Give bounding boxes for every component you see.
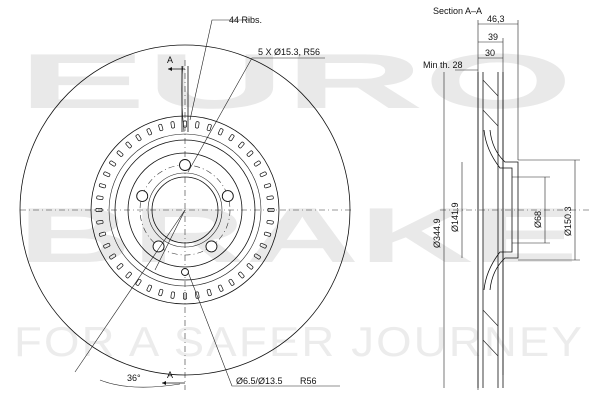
watermark-line1: EURO bbox=[18, 37, 573, 125]
rib-slot bbox=[183, 292, 187, 300]
disc-section-hatch bbox=[482, 79, 499, 357]
rib-slot bbox=[228, 134, 235, 142]
rib-slot bbox=[217, 284, 224, 292]
dim-hat-outer: Ø150.3 bbox=[563, 206, 573, 236]
dim-outer-diameter: Ø344.9 bbox=[432, 218, 442, 248]
hole-radius-label: R56 bbox=[300, 376, 317, 386]
rib-slot bbox=[96, 220, 104, 225]
rib-slot bbox=[170, 291, 175, 299]
rib-slot bbox=[246, 150, 254, 157]
rib-slot bbox=[135, 278, 142, 286]
watermark: EURO BRAKE FOR A SAFER JOURNEY bbox=[14, 37, 584, 365]
rib-slot bbox=[109, 160, 117, 167]
rib-slot bbox=[146, 128, 153, 136]
rib-slot bbox=[253, 253, 261, 260]
bolt-holes bbox=[136, 159, 234, 276]
rib-slot bbox=[135, 134, 142, 142]
center-bore-chamfer bbox=[147, 172, 223, 248]
rib-slot bbox=[116, 150, 124, 157]
hole-leader bbox=[187, 271, 340, 387]
angle-ray-1 bbox=[74, 209, 186, 373]
section-mark-top: A bbox=[167, 55, 173, 65]
rib-slot bbox=[103, 242, 111, 249]
rib-slot bbox=[96, 195, 104, 200]
rib-slot bbox=[263, 231, 272, 237]
min-thickness-label: Min th. 28 bbox=[423, 60, 463, 70]
hat-profile-inner bbox=[483, 129, 513, 291]
rib-slot bbox=[263, 183, 272, 189]
rib-slot bbox=[158, 123, 164, 132]
rib-slot bbox=[238, 271, 245, 279]
rib-slot bbox=[228, 278, 235, 286]
angle-ray-2 bbox=[154, 209, 186, 271]
rib-slot bbox=[95, 208, 103, 212]
bolt-hole bbox=[221, 190, 234, 203]
ventilation-ribs bbox=[95, 120, 275, 300]
bolt-hole bbox=[136, 190, 149, 203]
section-view: Section A–A 46,3 39 30 Min th. 28 Ø344.9… bbox=[423, 6, 590, 390]
bolt-leader bbox=[187, 57, 325, 173]
rib-slot bbox=[158, 288, 164, 297]
section-mark-bottom: A bbox=[167, 370, 173, 380]
bolt-hole bbox=[152, 240, 165, 253]
rib-slot bbox=[206, 123, 212, 132]
ribs-leader bbox=[189, 19, 250, 121]
locating-hole bbox=[181, 268, 189, 276]
bolt-label: 5 X Ø15.3, R56 bbox=[258, 47, 320, 57]
section-title: Section A–A bbox=[433, 6, 482, 16]
rib-slot bbox=[266, 220, 274, 225]
rib-slot bbox=[217, 128, 224, 136]
angle-arc bbox=[99, 379, 181, 388]
rib-slot bbox=[259, 171, 267, 178]
rib-slot bbox=[267, 208, 275, 212]
bolt-hole bbox=[205, 240, 218, 253]
rib-slot bbox=[98, 183, 107, 189]
rib-slot bbox=[125, 271, 132, 279]
dim-overall-height: 46,3 bbox=[487, 14, 505, 24]
rib-slot bbox=[125, 141, 132, 149]
rib-slot bbox=[170, 121, 175, 129]
rib-slot bbox=[259, 242, 267, 249]
rib-slot bbox=[103, 171, 111, 178]
hat-circle bbox=[114, 139, 256, 281]
rib-slot bbox=[253, 160, 261, 167]
hole-label: Ø6.5/Ø13.5 bbox=[236, 376, 283, 386]
arrow-head bbox=[168, 67, 172, 71]
angle-label: 36° bbox=[127, 373, 141, 383]
dim-hat-diameter: Ø141.9 bbox=[450, 202, 460, 232]
rib-slot bbox=[98, 231, 107, 237]
rib-slot bbox=[195, 291, 200, 299]
arrow-head bbox=[162, 381, 166, 385]
front-view: A A 44 Ribs. 5 X Ø15.3, R56 Ø6.5/Ø13.5 R… bbox=[19, 15, 352, 390]
rib-slot bbox=[116, 263, 124, 270]
watermark-line3: FOR A SAFER JOURNEY bbox=[14, 318, 584, 365]
watermark-line2: BRAKE bbox=[18, 191, 578, 279]
disc-outer-edge bbox=[19, 44, 351, 376]
dim-offset: 39 bbox=[488, 32, 498, 42]
hub-step-circle bbox=[127, 152, 243, 268]
bolt-hole bbox=[179, 159, 191, 171]
rib-slot bbox=[206, 288, 212, 297]
rib-slot bbox=[109, 253, 117, 260]
dim-thickness: 30 bbox=[485, 48, 495, 58]
center-bore bbox=[151, 176, 219, 244]
rib-slot bbox=[246, 263, 254, 270]
friction-ring-inner-edge bbox=[90, 115, 280, 305]
disc-section-faces bbox=[477, 72, 504, 388]
rib-slot bbox=[266, 195, 274, 200]
rib-slot bbox=[238, 141, 245, 149]
dim-center-bore: Ø68 bbox=[533, 211, 543, 228]
rib-slot bbox=[146, 284, 153, 292]
hat-outer-circle bbox=[108, 133, 262, 287]
rib-slot bbox=[195, 121, 200, 129]
rib-cut-break bbox=[181, 65, 185, 133]
ribs-label: 44 Ribs. bbox=[229, 15, 262, 25]
